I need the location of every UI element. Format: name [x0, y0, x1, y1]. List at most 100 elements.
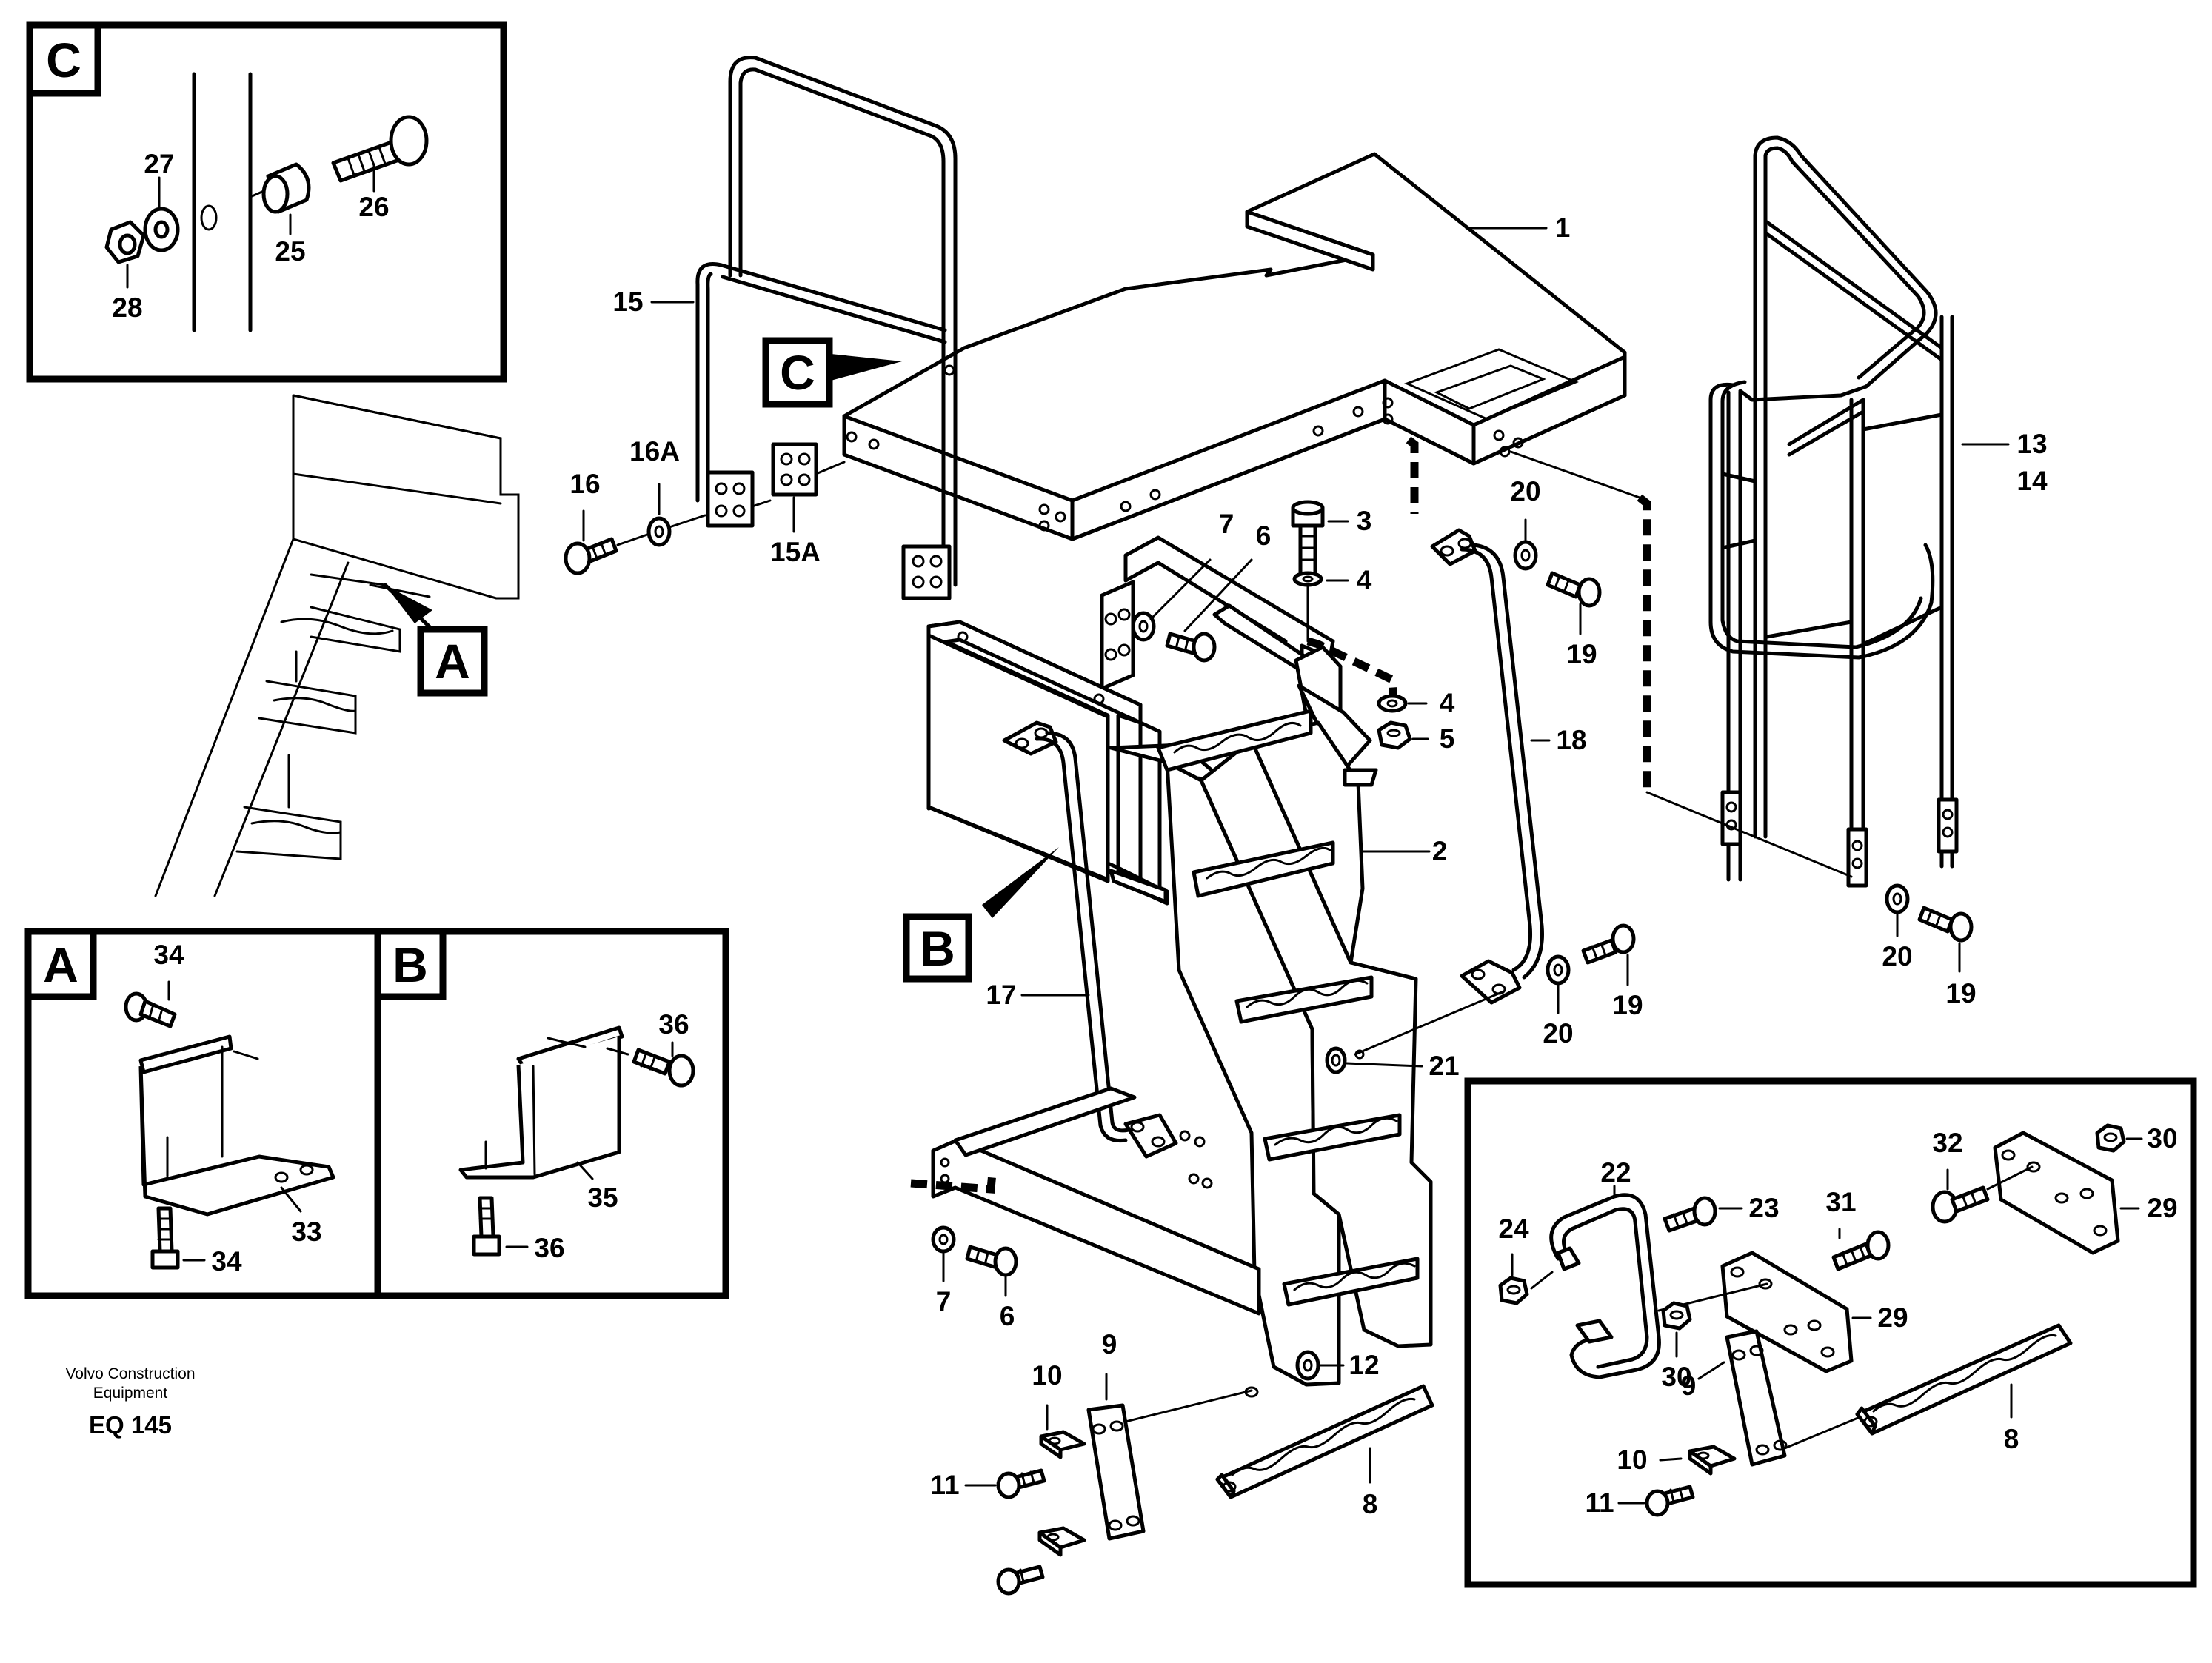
callout-19-top: 19: [1566, 639, 1597, 669]
callout-9-right: 9: [1681, 1371, 1697, 1401]
bolt-19-top-icon: [1546, 571, 1583, 599]
bolt-19-right-icon: [1917, 906, 1954, 934]
fasteners-19-20-handrail-18: 20 19 20 19: [1510, 476, 1643, 1048]
callout-13: 13: [2016, 429, 2047, 459]
detail-a-inset: A 34 34 33: [24, 928, 381, 1299]
bottom-step-parts: 12 8 9 10 11: [930, 1329, 1434, 1596]
callout-2: 2: [1432, 836, 1448, 866]
main-assembly: 1 15 C: [564, 56, 2048, 1596]
callout-35: 35: [587, 1182, 618, 1213]
detail-b-label: B: [392, 937, 428, 992]
nut-30-upper-icon: [2095, 1123, 2126, 1153]
nut-24-icon: [1498, 1276, 1529, 1305]
step-variant-inset: 22 24 23 31 29 30: [1464, 1077, 2197, 1588]
cage-handrail-part-13-14: 13 14 20 19: [1509, 135, 2048, 1008]
washer-7-bottom-icon: [931, 1225, 956, 1254]
callout-16A: 16A: [629, 436, 680, 466]
handrail-part-17: 17: [986, 720, 1178, 1159]
washer-20-top-icon: [1513, 540, 1538, 571]
callout-29-upper: 29: [2147, 1193, 2177, 1223]
callout-15A: 15A: [770, 537, 821, 567]
callout-24: 24: [1498, 1214, 1529, 1244]
callout-6-top: 6: [1256, 521, 1272, 551]
callout-33: 33: [291, 1217, 321, 1247]
washer-20-mid-icon: [1546, 954, 1571, 986]
callout-36-bottom: 36: [534, 1233, 564, 1263]
callout-19-right: 19: [1945, 978, 1976, 1008]
callout-4-top: 4: [1357, 565, 1372, 595]
callout-6-bottom: 6: [1000, 1301, 1015, 1331]
callout-34-top: 34: [153, 940, 184, 970]
grab-handle-22-icon: [1549, 1193, 1661, 1379]
callout-16: 16: [569, 469, 600, 499]
platform-part-1: 1: [842, 152, 1627, 541]
fasteners-15a-16a-16: 15A 16A 16: [564, 436, 846, 575]
callout-34-bottom: 34: [211, 1246, 242, 1276]
plate-29-upper-icon: [1993, 1131, 2120, 1255]
nut-21-icon: [1325, 1046, 1347, 1074]
pointer-a-label: A: [435, 634, 470, 689]
callout-28: 28: [112, 292, 142, 323]
lower-bracket: 7 6: [910, 1086, 1261, 1331]
handrail-part-15: 15: [612, 56, 958, 600]
ladder-overview-sketch: A: [154, 394, 520, 897]
bolt-19-mid-icon: [1581, 938, 1618, 965]
callout-22: 22: [1600, 1157, 1631, 1188]
callout-29-lower: 29: [1877, 1302, 1908, 1333]
callout-14: 14: [2016, 466, 2048, 496]
callout-31: 31: [1825, 1187, 1856, 1217]
detail-a-label: A: [43, 937, 78, 992]
callout-27: 27: [144, 149, 174, 179]
drawing-code: EQ 145: [89, 1411, 172, 1439]
callout-36-right: 36: [658, 1009, 689, 1040]
callout-8-right: 8: [2004, 1424, 2019, 1454]
callout-20-right: 20: [1882, 941, 1912, 971]
callout-3: 3: [1357, 506, 1372, 536]
footer-brand: Volvo Construction Equipment EQ 145: [65, 1365, 195, 1439]
detail-b-inset: B 36 36 35: [374, 928, 729, 1299]
callout-18: 18: [1556, 725, 1586, 755]
nut-12-icon: [1295, 1350, 1320, 1381]
plate-9-left-icon: [1086, 1403, 1146, 1541]
callout-17: 17: [986, 980, 1016, 1010]
bolt-36-right-icon: [632, 1048, 672, 1076]
callout-25: 25: [275, 236, 305, 267]
callout-20-mid: 20: [1543, 1018, 1573, 1048]
pointer-c: C: [762, 337, 902, 408]
callout-8-left: 8: [1363, 1489, 1378, 1519]
washer-7-top-icon: [1131, 611, 1156, 642]
callout-7-bottom: 7: [936, 1286, 952, 1316]
callout-10-right: 10: [1617, 1445, 1647, 1475]
handrail-part-18: 18: [1354, 436, 1587, 1056]
left-bracket-b: B: [903, 620, 1168, 983]
callout-11-left: 11: [930, 1470, 959, 1500]
callout-4-lower: 4: [1440, 688, 1455, 718]
plate-9-right-icon: [1725, 1329, 1787, 1467]
callout-20-top: 20: [1510, 476, 1540, 506]
callout-10-left: 10: [1032, 1360, 1062, 1391]
callout-7-top: 7: [1219, 509, 1234, 539]
brand-line-1: Volvo Construction: [65, 1365, 195, 1382]
washer-4-lower-icon: [1377, 694, 1408, 713]
detail-c-label: C: [46, 33, 81, 87]
callout-23: 23: [1748, 1193, 1779, 1223]
callout-26: 26: [358, 192, 389, 222]
washer-16a-icon: [646, 516, 672, 547]
pointer-b-label: B: [920, 921, 955, 976]
nut-30-lower-icon: [1661, 1301, 1692, 1331]
callout-12: 12: [1349, 1350, 1379, 1380]
callout-15: 15: [612, 287, 643, 317]
washer-4-top-icon: [1292, 571, 1323, 587]
bolt-3-icon: [1298, 522, 1317, 577]
plate-29-lower-icon: [1720, 1251, 1854, 1373]
callout-30-upper: 30: [2147, 1123, 2177, 1154]
detail-c-inset: C 26 27 25 28: [26, 21, 507, 383]
callout-30-lower: 30: [1661, 1362, 1691, 1392]
callout-21: 21: [1429, 1051, 1459, 1081]
upper-bracket-fasteners: 3 4 4 5 7: [1100, 500, 1455, 772]
callout-19-mid: 19: [1612, 990, 1643, 1020]
handrail-15-bottom-plate-icon: [706, 470, 755, 528]
callout-1: 1: [1555, 213, 1571, 243]
plate-15a-icon: [771, 442, 818, 497]
